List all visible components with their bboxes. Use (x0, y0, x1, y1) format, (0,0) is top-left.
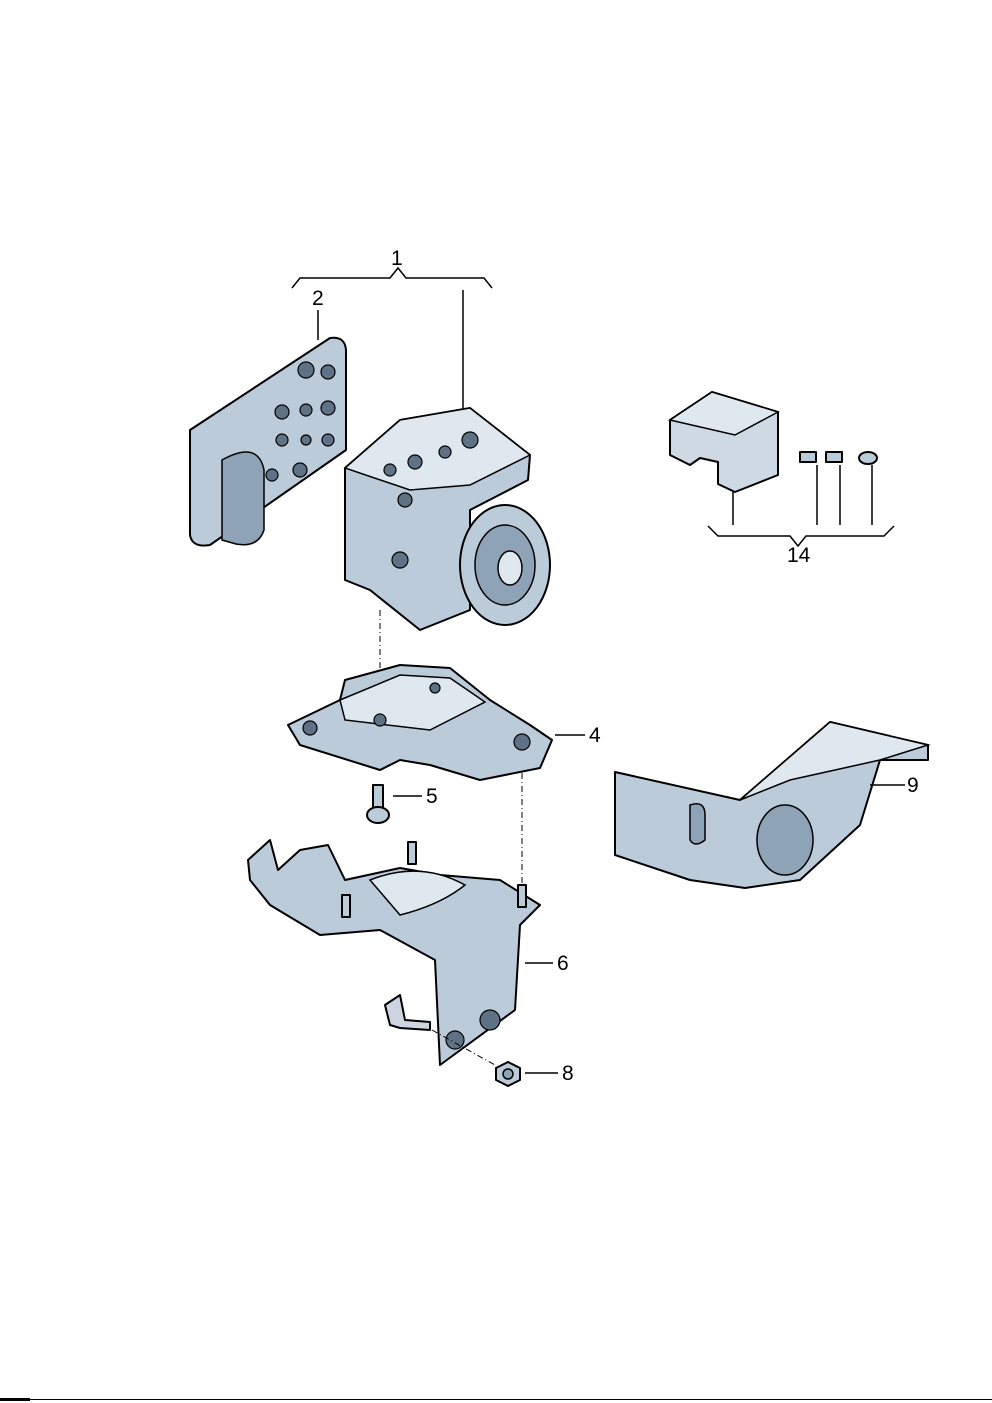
callout-2: 2 (312, 287, 324, 310)
heat-shield-part-9[interactable] (614, 721, 931, 889)
callout-14: 14 (787, 544, 811, 567)
callout-4: 4 (589, 724, 601, 747)
bolt-part-5[interactable] (366, 784, 390, 824)
stud-bolt[interactable] (384, 994, 431, 1031)
hydraulic-unit-part-1[interactable] (343, 407, 551, 631)
carrier-bracket-part-6[interactable] (247, 839, 541, 1066)
callout-9: 9 (907, 774, 919, 797)
group-bracket-1 (291, 266, 493, 289)
control-unit-part-2[interactable] (189, 336, 347, 547)
nut-part-8[interactable] (495, 1061, 521, 1087)
callout-1: 1 (391, 247, 403, 270)
page-bottom-rule (0, 1399, 992, 1400)
mounting-bracket-part-4[interactable] (287, 664, 553, 781)
callout-8: 8 (562, 1062, 574, 1085)
callout-6: 6 (557, 952, 569, 975)
callout-5: 5 (426, 785, 438, 808)
page-bottom-rule-mark (0, 1398, 30, 1401)
group-bracket-14 (707, 525, 895, 548)
repair-kit-part-14[interactable] (668, 391, 878, 493)
